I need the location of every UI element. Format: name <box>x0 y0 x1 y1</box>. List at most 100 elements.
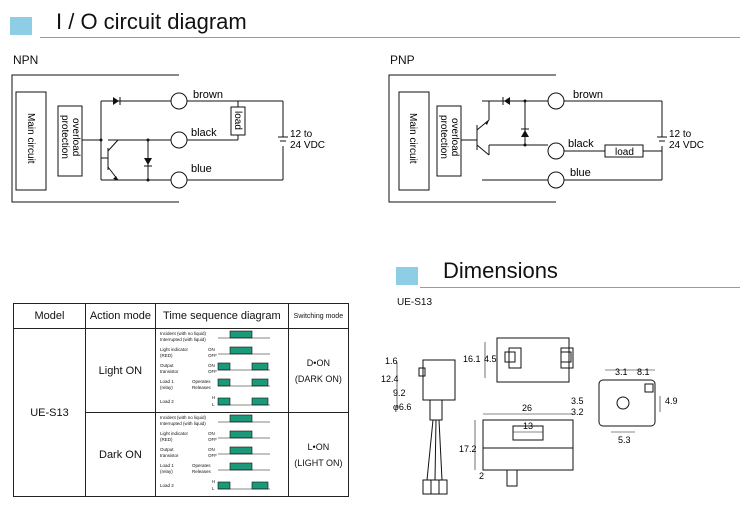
svg-text:L: L <box>212 402 215 407</box>
svg-text:ON: ON <box>208 447 215 452</box>
table-row: Dark ON Incident (with no liquid) Interr… <box>14 412 350 497</box>
svg-text:OFF: OFF <box>208 437 217 442</box>
dim-3-5: 3.5 <box>571 396 584 406</box>
dim-9-2: 9.2 <box>393 388 406 398</box>
svg-text:Load 2: Load 2 <box>160 483 174 488</box>
dim-13: 13 <box>523 421 533 431</box>
npn-supply-line2: 24 VDC <box>290 140 325 151</box>
switch-mode-line1: D•ON <box>306 357 330 368</box>
svg-text:Light indicator: Light indicator <box>160 347 189 352</box>
pnp-load-label: load <box>615 147 634 158</box>
pnp-main-circuit-label: Main circuit <box>407 113 418 164</box>
svg-text:Output: Output <box>160 447 174 452</box>
svg-text:L: L <box>212 486 215 491</box>
svg-text:Incident (with no liquid): Incident (with no liquid) <box>160 331 207 336</box>
action-light-on: Light ON <box>84 328 156 413</box>
pnp-supply-line1: 12 to <box>669 129 692 140</box>
svg-text:Releases: Releases <box>192 385 212 390</box>
dim-17-2: 17.2 <box>459 444 477 454</box>
dimensions-model: UE-S13 <box>397 297 433 308</box>
svg-text:OFF: OFF <box>208 353 217 358</box>
npn-circuit: Main circuit overload protection load br… <box>11 74 325 203</box>
npn-supply-line1: 12 to <box>290 129 313 140</box>
npn-brown-label: brown <box>193 89 223 101</box>
header-model: Model <box>13 303 86 329</box>
header-time-sequence: Time sequence diagram <box>154 303 289 329</box>
dim-4-5: 4.5 <box>484 354 497 364</box>
table-row: UE-S13 Light ON Incident (with no liquid… <box>13 328 350 497</box>
header-action-mode: Action mode <box>84 303 156 329</box>
svg-text:Load 1: Load 1 <box>160 379 174 384</box>
svg-text:Light indicator: Light indicator <box>160 431 189 436</box>
svg-text:Incident (with no liquid): Incident (with no liquid) <box>160 415 207 420</box>
dim-16-1: 16.1 <box>463 354 481 364</box>
action-dark-on: Dark ON <box>84 412 156 497</box>
switch-mode-line2: (DARK ON) <box>294 373 342 384</box>
svg-text:(relay): (relay) <box>160 385 173 390</box>
dim-26: 26 <box>522 403 532 413</box>
model-cell: UE-S13 <box>13 328 86 497</box>
svg-text:Output: Output <box>160 363 174 368</box>
svg-text:ON: ON <box>208 347 215 352</box>
pnp-supply-line2: 24 VDC <box>669 140 704 151</box>
dimension-drawings: 1.6 12.4 9.2 φ6.6 16.1 4.5 26 13 17.2 2 … <box>381 337 678 495</box>
dimensions-title: Dimensions <box>443 258 558 283</box>
npn-black-label: black <box>191 127 217 139</box>
svg-text:(relay): (relay) <box>160 469 173 474</box>
svg-text:transistor: transistor <box>160 369 179 374</box>
svg-text:(RED): (RED) <box>160 353 173 358</box>
npn-overload-line1: overload <box>70 118 81 156</box>
dim-3-2: 3.2 <box>571 407 584 417</box>
timing-diagram-light-on: Incident (with no liquid) Interrupted (w… <box>154 328 289 413</box>
svg-text:OFF: OFF <box>208 369 217 374</box>
npn-main-circuit-label: Main circuit <box>25 113 36 164</box>
npn-load-label: load <box>232 111 243 130</box>
pnp-circuit: Main circuit overload protection load br… <box>388 74 704 203</box>
table-header-row: Model Action mode Time sequence diagram … <box>13 303 350 329</box>
io-divider <box>40 37 740 38</box>
dim-2: 2 <box>479 471 484 481</box>
section-marker <box>10 17 32 35</box>
dim-12-4: 12.4 <box>381 374 399 384</box>
svg-text:Interrupted (with liquid): Interrupted (with liquid) <box>160 337 206 342</box>
dim-3-1: 3.1 <box>615 367 628 377</box>
svg-text:Load 2: Load 2 <box>160 399 174 404</box>
switch-mode-line1: L•ON <box>307 441 330 452</box>
switch-mode-light-on: D•ON (DARK ON) <box>287 328 350 413</box>
switch-mode-line2: (LIGHT ON) <box>294 457 343 468</box>
pnp-overload-line1: overload <box>449 118 460 156</box>
pnp-overload-line2: protection <box>438 115 449 159</box>
dim-6-6: φ6.6 <box>393 402 411 412</box>
header-switching-mode: Switching mode <box>287 303 350 329</box>
timing-chart-dark-on: Incident (with no liquid) Interrupted (w… <box>160 414 270 491</box>
svg-text:(RED): (RED) <box>160 437 173 442</box>
spec-table: Model Action mode Time sequence diagram … <box>13 303 350 497</box>
timing-chart-light-on: Incident (with no liquid) Interrupted (w… <box>160 330 270 407</box>
dimensions-divider <box>420 287 740 288</box>
dim-1-6: 1.6 <box>385 356 398 366</box>
npn-overload-line2: protection <box>59 115 70 159</box>
svg-text:H: H <box>212 479 215 484</box>
svg-text:Operates: Operates <box>192 463 211 468</box>
dim-4-9: 4.9 <box>665 396 678 406</box>
dimensions-marker <box>396 267 418 285</box>
svg-text:H: H <box>212 395 215 400</box>
svg-text:transistor: transistor <box>160 453 179 458</box>
pnp-heading: PNP <box>390 53 415 67</box>
pnp-brown-label: brown <box>573 89 603 101</box>
svg-text:ON: ON <box>208 363 215 368</box>
svg-text:Interrupted (with liquid): Interrupted (with liquid) <box>160 421 206 426</box>
npn-heading: NPN <box>13 53 39 67</box>
svg-text:ON: ON <box>208 431 215 436</box>
dim-5-3: 5.3 <box>618 435 631 445</box>
svg-text:Releases: Releases <box>192 469 212 474</box>
npn-blue-label: blue <box>191 163 212 175</box>
pnp-blue-label: blue <box>570 167 591 179</box>
pnp-black-label: black <box>568 138 594 150</box>
dim-8-1: 8.1 <box>637 367 650 377</box>
switch-mode-dark-on: L•ON (LIGHT ON) <box>287 412 350 497</box>
svg-text:OFF: OFF <box>208 453 217 458</box>
timing-diagram-dark-on: Incident (with no liquid) Interrupted (w… <box>154 412 289 497</box>
svg-text:Operates: Operates <box>192 379 211 384</box>
io-title: I / O circuit diagram <box>56 9 247 34</box>
